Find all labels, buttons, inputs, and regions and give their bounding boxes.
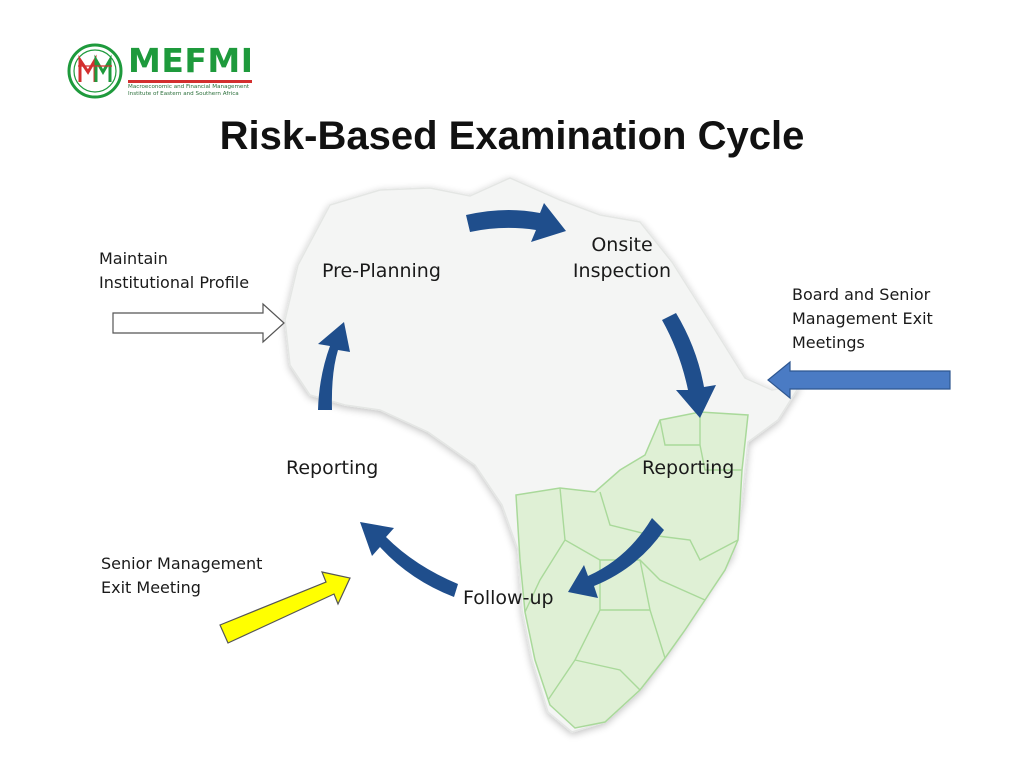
arrow-followup-to-reporting (360, 522, 458, 597)
board-meetings-note: Board and Senior Management Exit Meeting… (792, 283, 992, 355)
maintain-profile-note: Maintain Institutional Profile (99, 247, 299, 295)
senior-exit-meeting-note: Senior Management Exit Meeting (101, 552, 301, 600)
senior-note-line1: Senior Management (101, 554, 263, 573)
cycle-arrows (318, 203, 716, 598)
board-note-line1: Board and Senior (792, 285, 931, 304)
arrow-onsite-to-reporting (662, 313, 716, 418)
logo-subtitle: Macroeconomic and Financial Management I… (128, 84, 278, 98)
onsite-label-line1: Onsite (591, 234, 653, 256)
logo-underline (128, 80, 252, 83)
reporting-right-label: Reporting (642, 457, 735, 479)
logo-subtitle-line1: Macroeconomic and Financial Management (128, 84, 250, 90)
onsite-inspection-label: Onsite Inspection (562, 232, 682, 284)
arrow-reporting-to-preplanning (318, 322, 350, 410)
arrow-preplanning-to-onsite (466, 203, 566, 242)
onsite-label-line2: Inspection (572, 260, 672, 282)
board-note-line3: Meetings (792, 333, 865, 352)
logo-subtitle-line2: Institute of Eastern and Southern Africa (128, 91, 239, 97)
follow-up-label: Follow-up (463, 587, 554, 609)
mefmi-emblem-icon (67, 43, 123, 99)
senior-note-line2: Exit Meeting (101, 578, 201, 597)
maintain-note-line1: Maintain (99, 249, 168, 268)
reporting-left-label: Reporting (286, 457, 379, 479)
board-meetings-arrow (767, 360, 951, 400)
maintain-profile-arrow (112, 302, 285, 344)
mefmi-logo: MEFMI Macroeconomic and Financial Manage… (66, 42, 266, 102)
senior-exit-meeting-arrow (219, 571, 351, 644)
pre-planning-label: Pre-Planning (322, 260, 441, 282)
logo-wordmark: MEFMI (128, 41, 254, 80)
maintain-note-line2: Institutional Profile (99, 273, 250, 292)
africa-map-region (515, 411, 749, 729)
arrow-reporting-to-followup (568, 518, 664, 598)
board-note-line2: Management Exit (792, 309, 933, 328)
slide-title: Risk-Based Examination Cycle (219, 114, 805, 158)
